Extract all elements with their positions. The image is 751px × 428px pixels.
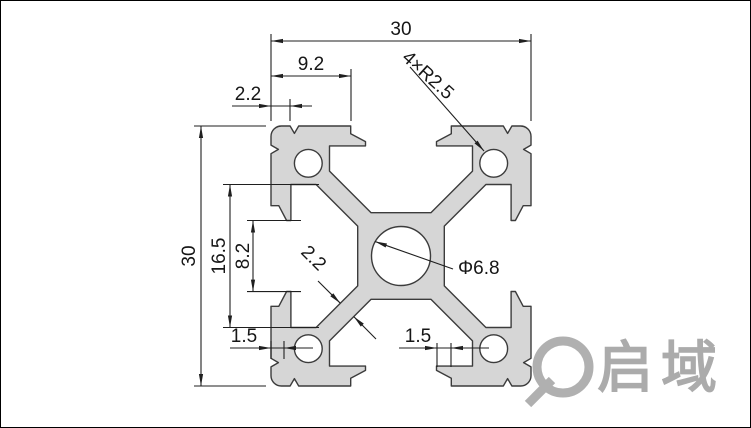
dim-label-slot-opening: 8.2	[233, 243, 254, 269]
dimension-arrowhead	[290, 103, 302, 109]
brand-logo-ring-icon	[532, 336, 594, 398]
dimension-arrowhead	[474, 140, 484, 151]
dimension-arrowhead	[227, 184, 233, 197]
dim-label-corner-radius: 4×R2.5	[398, 47, 458, 104]
dim-label-slot-offset: 9.2	[298, 54, 324, 75]
dim-label-web-thickness: 2.2	[296, 242, 330, 276]
dimension-arrowhead	[330, 293, 341, 304]
corner-hole-bottom-left	[293, 334, 323, 364]
dimension-line	[409, 66, 485, 152]
corner-hole-bottom-right	[479, 334, 509, 364]
dimension-arrowhead	[259, 103, 271, 109]
dimension-arrowhead	[425, 345, 437, 351]
dim-label-cavity-width: 16.5	[209, 238, 230, 275]
center-bore-hole	[370, 225, 432, 287]
dimension-arrowhead	[259, 345, 271, 351]
dimension-arrowhead	[353, 316, 364, 327]
brand-text: 启域	[597, 336, 725, 399]
dim-label-lip-bottom: 1.5	[405, 326, 431, 347]
dim-label-lip-left: 1.5	[231, 326, 257, 347]
corner-hole-top-right	[479, 148, 509, 178]
dimension-arrowhead	[227, 315, 233, 328]
dimension-arrowhead	[375, 241, 387, 248]
dimension-arrowhead	[519, 38, 531, 44]
dimension-arrowhead	[198, 374, 204, 386]
dim-label-center-bore: Φ6.8	[458, 258, 500, 279]
dimension-arrowhead	[451, 345, 463, 351]
dimension-arrowhead	[271, 38, 283, 44]
dim-label-overall-width: 30	[390, 19, 411, 40]
corner-hole-top-left	[293, 148, 323, 178]
dim-label-top-notch: 2.2	[235, 84, 261, 105]
profile-cross-section	[270, 125, 532, 387]
dimension-arrowhead	[250, 279, 256, 292]
dimension-arrowhead	[284, 345, 296, 351]
brand-logo-tail-icon	[524, 376, 556, 408]
dimension-layer	[194, 34, 532, 387]
dimension-arrowhead	[250, 220, 256, 233]
brand-watermark: 启域	[524, 336, 725, 408]
dimension-arrowhead	[339, 73, 351, 79]
dim-label-overall-height: 30	[179, 245, 200, 266]
dimension-arrowhead	[271, 73, 283, 79]
dimension-arrowhead	[198, 126, 204, 138]
dimension-line	[374, 240, 454, 270]
